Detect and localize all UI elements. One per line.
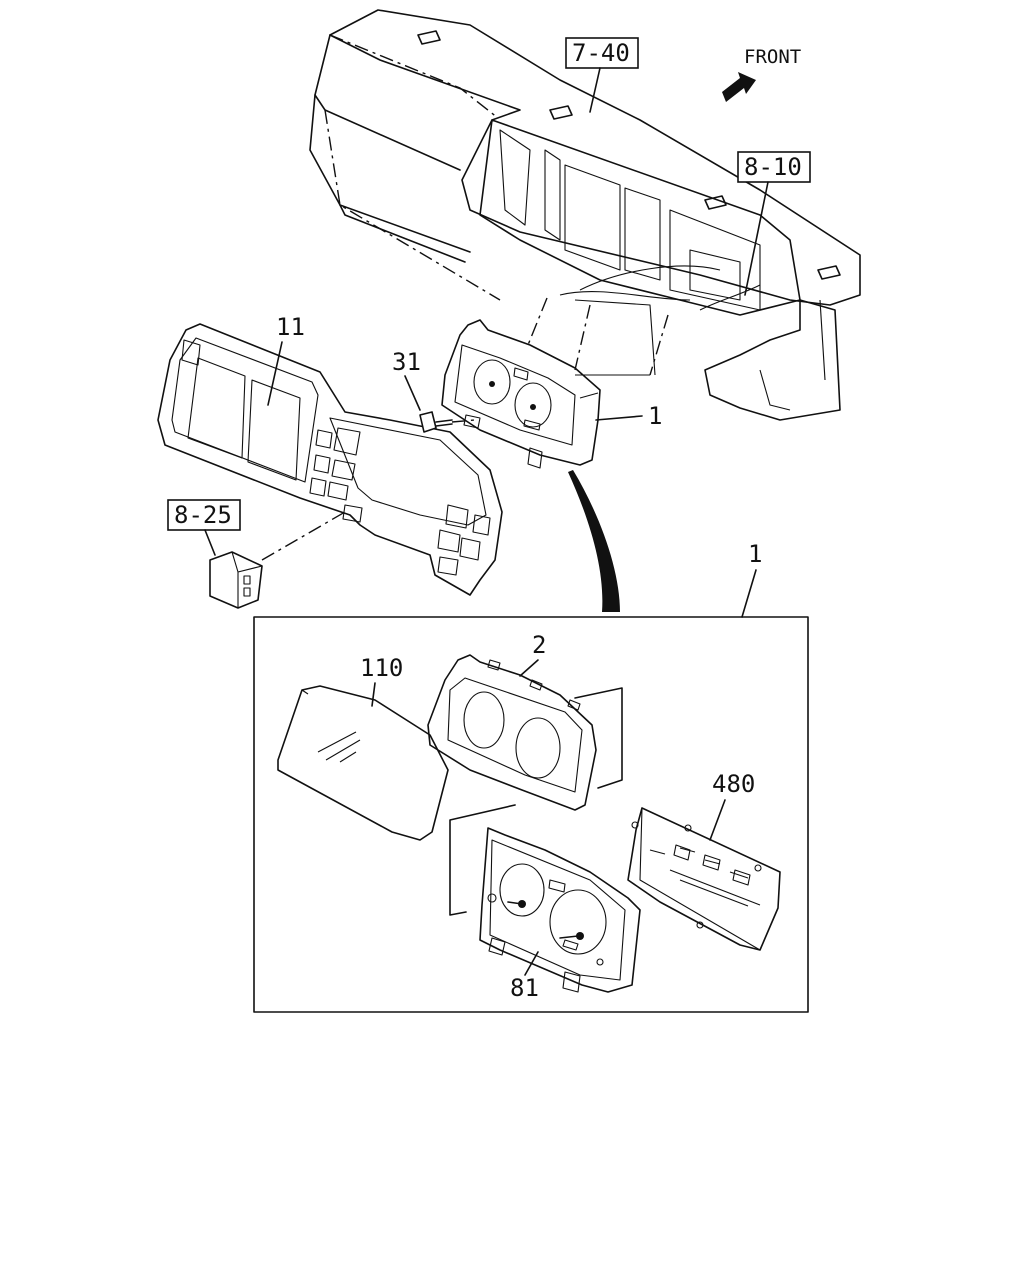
- part-label-1-detail: 1: [748, 540, 762, 568]
- reference-8-10-text: 8-10: [744, 153, 802, 181]
- reference-box-8-10: 8-10: [737, 151, 811, 296]
- part-label-81: 81: [510, 974, 539, 1002]
- screw-drawing: [419, 411, 476, 433]
- dial-face-drawing: [479, 827, 641, 993]
- dashboard-panel-drawing: [309, 9, 861, 421]
- part-label-31: 31: [392, 348, 421, 376]
- meter-hood-drawing: [427, 654, 597, 811]
- cluster-assembly-drawing: [441, 319, 601, 469]
- part-label-2: 2: [532, 631, 546, 659]
- leader-81: [524, 951, 539, 976]
- reference-8-25-text: 8-25: [174, 501, 232, 529]
- hood-bracket-line: [574, 687, 623, 789]
- part-label-11: 11: [276, 313, 305, 341]
- detail-frame: [253, 616, 809, 1013]
- front-direction-indicator: FRONT: [722, 46, 801, 102]
- explode-arrow-icon: [568, 470, 620, 612]
- switch-drawing: [209, 511, 346, 609]
- leader-31: [404, 375, 421, 411]
- instrument-bezel-drawing: [157, 323, 503, 596]
- leader-480: [709, 799, 726, 841]
- lens-drawing: [277, 685, 449, 841]
- front-label: FRONT: [744, 46, 801, 68]
- part-label-110: 110: [360, 654, 403, 682]
- front-arrow-icon: [722, 72, 756, 102]
- reference-box-8-25: 8-25: [167, 499, 241, 556]
- leader-110: [371, 682, 376, 707]
- reference-7-40-text: 7-40: [572, 39, 630, 67]
- leader-1-detail: [741, 569, 757, 618]
- circuit-board-drawing: [627, 807, 781, 951]
- leader-1-top: [595, 415, 643, 421]
- part-label-480: 480: [712, 770, 755, 798]
- leader-2: [519, 659, 539, 677]
- part-label-1-top: 1: [648, 402, 662, 430]
- leader-11: [267, 341, 283, 406]
- reference-box-7-40: 7-40: [565, 37, 639, 113]
- dial-bracket-line: [449, 804, 516, 916]
